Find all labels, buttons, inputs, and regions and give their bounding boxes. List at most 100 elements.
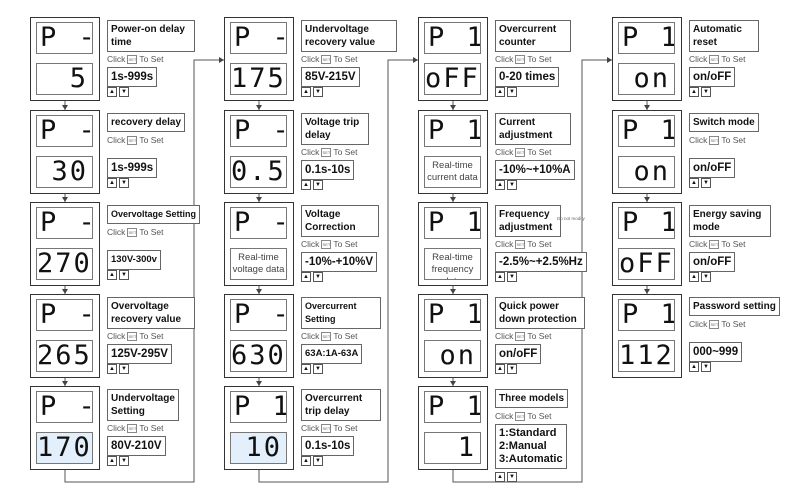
parameter-title: Voltage Correction: [301, 205, 379, 237]
up-down-buttons[interactable]: ▲▼: [495, 87, 517, 97]
realtime-data-display: Real-time voltage data: [230, 248, 287, 280]
up-arrow-icon[interactable]: ▲: [689, 272, 699, 282]
up-arrow-icon[interactable]: ▲: [495, 87, 505, 97]
parameter-value-display: 112: [618, 340, 675, 372]
up-down-buttons[interactable]: ▲▼: [495, 180, 517, 190]
up-down-buttons[interactable]: ▲▼: [301, 456, 323, 466]
down-arrow-icon[interactable]: ▼: [119, 87, 129, 97]
up-down-buttons[interactable]: ▲▼: [107, 456, 129, 466]
parameter-value-display: 630: [230, 340, 287, 372]
parameter-range: 0.1s-10s: [301, 160, 355, 180]
up-arrow-icon[interactable]: ▲: [107, 270, 117, 280]
to-set-label: To Set: [527, 54, 552, 64]
click-label: Click: [107, 227, 126, 237]
arrow-head-icon: [62, 289, 68, 294]
up-down-buttons[interactable]: ▲▼: [495, 472, 517, 482]
up-arrow-icon[interactable]: ▲: [689, 87, 699, 97]
up-arrow-icon[interactable]: ▲: [495, 180, 505, 190]
parameter-code-display: P - 2: [36, 115, 93, 147]
up-down-buttons[interactable]: ▲▼: [689, 362, 711, 372]
up-down-buttons[interactable]: ▲▼: [107, 364, 129, 374]
to-set-label: To Set: [721, 239, 746, 249]
parameter-value-display: on: [618, 63, 675, 95]
down-arrow-icon[interactable]: ▼: [119, 270, 129, 280]
up-down-buttons[interactable]: ▲▼: [301, 364, 323, 374]
down-arrow-icon[interactable]: ▼: [313, 87, 323, 97]
click-label: Click: [301, 423, 320, 433]
up-down-buttons[interactable]: ▲▼: [301, 180, 323, 190]
up-arrow-icon[interactable]: ▲: [301, 180, 311, 190]
down-arrow-icon[interactable]: ▼: [701, 178, 711, 188]
realtime-data-display: Real-time current data: [424, 156, 481, 188]
up-arrow-icon[interactable]: ▲: [495, 272, 505, 282]
parameter-display-p3: P - 3270: [30, 202, 100, 286]
down-arrow-icon[interactable]: ▼: [313, 180, 323, 190]
parameter-display-p12: P 12Real-time current data: [418, 110, 488, 194]
parameter-range: -10%-+10%V: [301, 252, 378, 272]
click-label: Click: [495, 239, 514, 249]
to-set-label: To Set: [139, 135, 164, 145]
down-arrow-icon[interactable]: ▼: [507, 272, 517, 282]
click-label: Click: [107, 135, 126, 145]
up-arrow-icon[interactable]: ▲: [107, 456, 117, 466]
up-down-buttons[interactable]: ▲▼: [301, 272, 323, 282]
click-label: Click: [107, 331, 126, 341]
parameter-code-display: P - 5: [36, 391, 93, 423]
down-arrow-icon[interactable]: ▼: [313, 272, 323, 282]
arrow-head-icon: [256, 289, 262, 294]
to-set-label: To Set: [139, 227, 164, 237]
down-arrow-icon[interactable]: ▼: [507, 364, 517, 374]
up-arrow-icon[interactable]: ▲: [689, 178, 699, 188]
up-down-buttons[interactable]: ▲▼: [689, 272, 711, 282]
up-arrow-icon[interactable]: ▲: [107, 178, 117, 188]
arrow-head-icon: [644, 289, 650, 294]
click-label: Click: [107, 54, 126, 64]
parameter-code-display: P 10: [230, 391, 287, 423]
parameter-code-display: P - 6: [230, 22, 287, 54]
up-arrow-icon[interactable]: ▲: [301, 364, 311, 374]
down-arrow-icon[interactable]: ▼: [701, 272, 711, 282]
down-arrow-icon[interactable]: ▼: [507, 472, 517, 482]
to-set-label: To Set: [721, 135, 746, 145]
up-arrow-icon[interactable]: ▲: [107, 87, 117, 97]
parameter-range: 0-20 times: [495, 67, 560, 87]
up-down-buttons[interactable]: ▲▼: [107, 87, 129, 97]
down-arrow-icon[interactable]: ▼: [507, 180, 517, 190]
parameter-range: on/oFF: [689, 158, 736, 178]
down-arrow-icon[interactable]: ▼: [507, 87, 517, 97]
down-arrow-icon[interactable]: ▼: [701, 87, 711, 97]
up-arrow-icon[interactable]: ▲: [495, 364, 505, 374]
parameter-title: Switch mode: [689, 113, 759, 132]
to-set-label: To Set: [333, 331, 358, 341]
up-arrow-icon[interactable]: ▲: [301, 87, 311, 97]
parameter-range: 000~999: [689, 342, 743, 362]
parameter-display-p8: P - 8Real-time voltage data: [224, 202, 294, 286]
down-arrow-icon[interactable]: ▼: [119, 178, 129, 188]
up-down-buttons[interactable]: ▲▼: [301, 87, 323, 97]
up-arrow-icon[interactable]: ▲: [301, 272, 311, 282]
mode-option: 1:Standard: [499, 427, 557, 439]
up-arrow-icon[interactable]: ▲: [107, 364, 117, 374]
parameter-code-display: P - 4: [36, 299, 93, 331]
up-arrow-icon[interactable]: ▲: [495, 472, 505, 482]
up-arrow-icon[interactable]: ▲: [301, 456, 311, 466]
down-arrow-icon[interactable]: ▼: [313, 456, 323, 466]
parameter-title: Overvoltage recovery value: [107, 297, 195, 329]
up-arrow-icon[interactable]: ▲: [689, 362, 699, 372]
up-down-buttons[interactable]: ▲▼: [495, 364, 517, 374]
down-arrow-icon[interactable]: ▼: [313, 364, 323, 374]
up-down-buttons[interactable]: ▲▼: [107, 178, 129, 188]
down-arrow-icon[interactable]: ▼: [119, 456, 129, 466]
up-down-buttons[interactable]: ▲▼: [689, 87, 711, 97]
up-down-buttons[interactable]: ▲▼: [495, 272, 517, 282]
down-arrow-icon[interactable]: ▼: [119, 364, 129, 374]
down-arrow-icon[interactable]: ▼: [701, 362, 711, 372]
up-down-buttons[interactable]: ▲▼: [107, 270, 129, 280]
up-down-buttons[interactable]: ▲▼: [689, 178, 711, 188]
parameter-display-p2: P - 230: [30, 110, 100, 194]
